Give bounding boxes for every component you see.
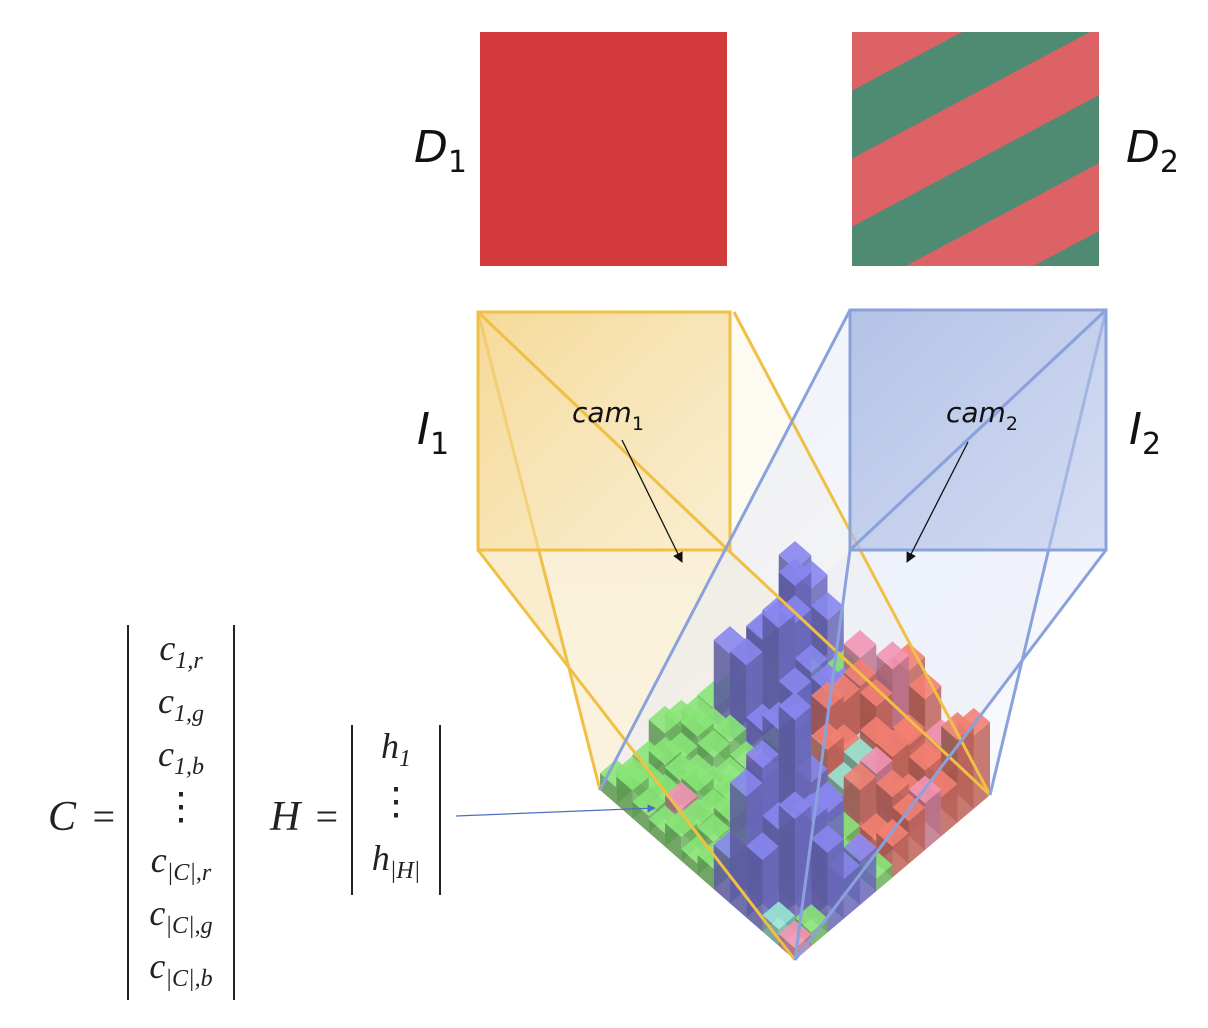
- voxel-face: [681, 849, 698, 875]
- vector-h-entry: h|H|: [372, 838, 421, 884]
- voxel-face: [616, 762, 649, 791]
- voxel-face: [908, 671, 942, 700]
- vector-h-entry: ⋮: [377, 781, 415, 823]
- voxel-face: [648, 819, 665, 847]
- voxel-face: [843, 762, 877, 791]
- d1-label: D1: [414, 122, 467, 180]
- voxel-face: [746, 845, 763, 932]
- vector-c: C = c1,r c1,g c1,b ⋮ c|C|,r c|C|,g c|C|,b: [48, 625, 235, 1000]
- voxel-histogram: [600, 541, 990, 960]
- image-plane-2-diagonal: [848, 308, 1108, 552]
- voxel-face: [632, 787, 665, 816]
- voxel-face: [908, 742, 942, 771]
- voxel-face: [876, 641, 909, 670]
- voxel-face: [811, 722, 844, 751]
- voxel-face: [811, 785, 844, 814]
- voxel-face: [778, 804, 795, 933]
- i2-label: I2: [1129, 404, 1161, 462]
- voxel-face: [616, 776, 633, 819]
- voxel-face: [876, 864, 893, 892]
- voxel-face: [811, 681, 844, 710]
- voxel-face: [908, 807, 925, 864]
- vector-h-equals: =: [313, 794, 340, 839]
- voxel-face: [730, 768, 763, 797]
- h-arrow: [455, 804, 656, 817]
- voxel-face: [860, 678, 893, 707]
- vector-c-equals: =: [90, 794, 117, 839]
- voxel-face: [778, 692, 812, 720]
- voxel-face: [892, 833, 909, 878]
- vector-h-entry: h1: [381, 726, 411, 772]
- voxel-face: [632, 801, 649, 833]
- voxel-face: [681, 763, 714, 792]
- vector-c-entry: c1,r: [159, 628, 203, 674]
- voxel-face: [665, 809, 698, 838]
- voxel-face: [892, 717, 925, 746]
- d2-label: D2: [1126, 122, 1179, 180]
- voxel-face: [665, 732, 698, 761]
- voxel-face: [762, 600, 795, 629]
- voxel-face: [665, 781, 698, 810]
- voxel-face: [778, 920, 812, 949]
- voxel-face: [665, 822, 682, 861]
- voxel-face: [973, 722, 990, 809]
- voxel-face: [795, 805, 812, 933]
- cam2-arrow: [906, 441, 969, 563]
- voxel-face: [697, 729, 730, 758]
- voxel-face: [941, 783, 958, 837]
- voxel-face: [957, 707, 990, 736]
- d1-texture-square: [480, 32, 727, 266]
- voxel-face: [957, 726, 974, 823]
- voxel-face: [713, 714, 747, 743]
- cam2-label: cam2: [946, 396, 1018, 435]
- voxel-face: [778, 541, 812, 569]
- d2-texture-square: [852, 32, 1099, 266]
- voxel-face: [746, 832, 779, 861]
- voxel-face: [827, 839, 844, 933]
- voxel-face: [778, 667, 812, 696]
- vector-c-entry: c|C|,b: [149, 946, 212, 992]
- voxel-face: [681, 708, 714, 737]
- voxel-face: [860, 746, 893, 775]
- vector-c-entry: c1,b: [158, 734, 204, 780]
- image-plane-1-diagonal: [476, 310, 730, 552]
- voxel-face: [681, 798, 714, 827]
- voxel-face: [762, 901, 795, 930]
- i1-label: I1: [417, 404, 449, 462]
- voxel-face: [730, 782, 747, 918]
- voxel-face: [811, 592, 844, 620]
- voxel-face: [778, 595, 812, 624]
- vector-c-entry: ⋮: [162, 786, 200, 828]
- voxel-face: [827, 674, 860, 703]
- voxel-face: [892, 793, 925, 822]
- cam1-label: cam1: [572, 396, 644, 435]
- voxel-face: [648, 705, 682, 734]
- voxel-face: [730, 637, 763, 666]
- voxel-face: [795, 904, 828, 932]
- voxel-face: [811, 825, 844, 854]
- voxel-face: [778, 791, 812, 820]
- voxel-face: [697, 854, 714, 890]
- voxel-face: [925, 789, 942, 850]
- cam1-arrow: [621, 439, 683, 563]
- voxel-face: [648, 736, 682, 765]
- voxel-face: [697, 814, 730, 842]
- voxel-face: [876, 769, 909, 798]
- vector-c-name: C: [48, 794, 77, 840]
- vector-h: H = h1 ⋮ h|H|: [269, 725, 441, 895]
- vector-h-name: H: [269, 794, 303, 840]
- voxel-face: [843, 833, 877, 862]
- vector-c-entry: c|C|,g: [149, 893, 212, 939]
- voxel-face: [811, 918, 828, 947]
- voxel-face: [860, 847, 877, 905]
- voxel-face: [795, 644, 828, 673]
- voxel-face: [843, 630, 877, 658]
- voxel-face: [876, 729, 909, 758]
- vector-c-entry: c|C|,r: [151, 840, 212, 886]
- vector-c-entry: c1,g: [158, 681, 204, 727]
- voxel-face: [778, 558, 812, 586]
- voxel-face: [746, 740, 779, 768]
